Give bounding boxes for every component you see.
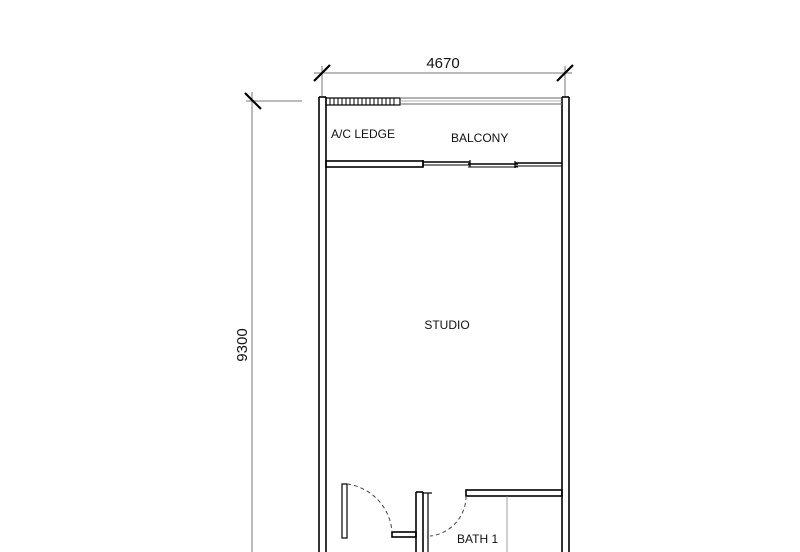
room-labels: A/C LEDGE BALCONY STUDIO BATH 1 xyxy=(331,127,508,546)
height-tick-top xyxy=(244,92,262,110)
height-dimension-label: 9300 xyxy=(234,328,251,361)
room-label-ac-ledge: A/C LEDGE xyxy=(331,127,395,141)
interior-walls xyxy=(341,483,563,552)
entrance-door-leaf xyxy=(341,483,348,539)
balcony-railing xyxy=(325,97,562,106)
entrance-door-swing xyxy=(346,483,393,533)
door-swings xyxy=(346,483,467,537)
room-label-studio: STUDIO xyxy=(424,318,469,332)
room-label-bath: BATH 1 xyxy=(457,532,498,546)
room-label-balcony: BALCONY xyxy=(451,131,508,145)
width-tick-right xyxy=(556,64,574,82)
width-tick-left xyxy=(313,64,331,82)
exterior-walls xyxy=(318,96,570,552)
grille-bars xyxy=(329,98,395,105)
partition-wall-segment xyxy=(325,160,424,168)
bath-door-swing xyxy=(429,495,467,537)
ac-ledge-grille xyxy=(325,97,401,106)
width-dimension: 4670 xyxy=(313,55,574,96)
height-dimension: 9300 xyxy=(234,92,302,552)
stub-wall xyxy=(391,531,417,538)
bath-top-wall xyxy=(465,489,563,497)
width-dimension-label: 4670 xyxy=(426,55,459,72)
balcony-partition xyxy=(325,160,562,168)
